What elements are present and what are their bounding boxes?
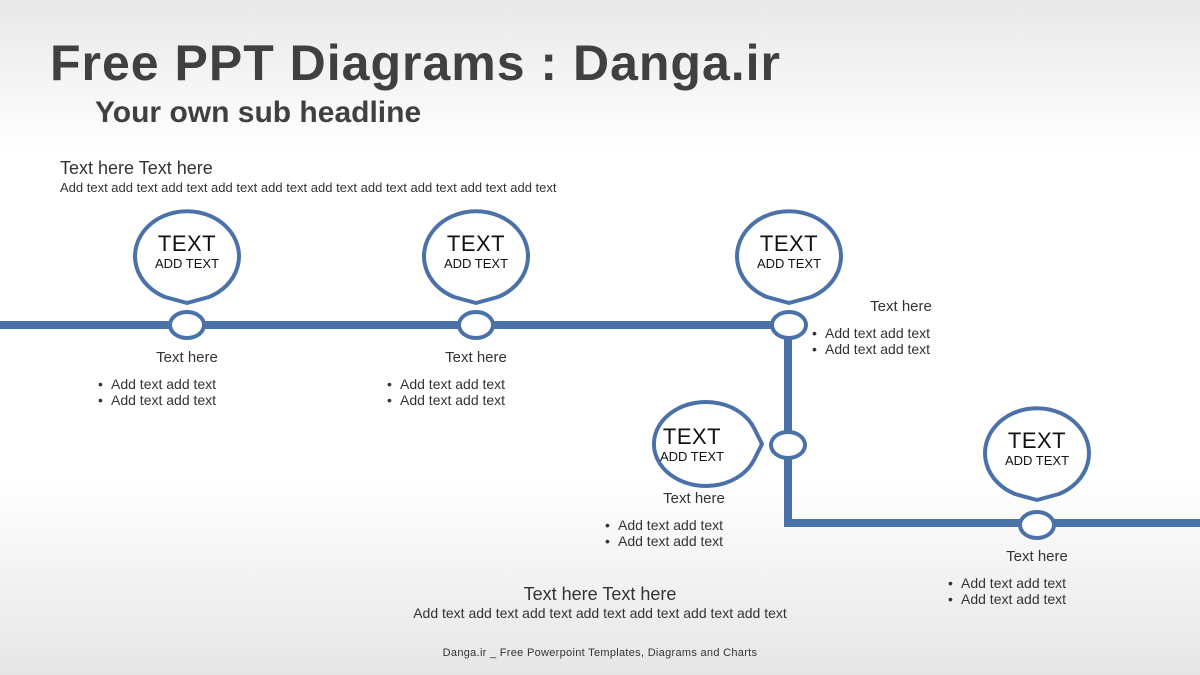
node-3-pin-title: TEXT [759, 231, 819, 256]
timeline-path [0, 321, 1200, 527]
node-3-bullet: Add text add text [812, 341, 991, 357]
node-1-pin-sub: ADD TEXT [154, 256, 220, 271]
node-5-bullet: Add text add text [948, 575, 1127, 591]
node-4-label: Text here [663, 490, 725, 507]
node-3-label: Text here [870, 298, 932, 315]
node-5-bullet: Add text add text [948, 591, 1127, 607]
node-3-pin-text: TEXT ADD TEXT [734, 231, 844, 272]
node-4-pin-title: TEXT [662, 424, 722, 449]
node-4-pin-sub: ADD TEXT [659, 449, 725, 464]
node-3-text-block: Text here Add text add text Add text add… [811, 298, 991, 357]
node-5-pin [983, 406, 1091, 502]
node-1-label: Text here [156, 349, 218, 366]
node-4-pin-text: TEXT ADD TEXT [637, 424, 747, 465]
node-2-marker [457, 310, 495, 340]
node-4-bullet: Add text add text [605, 533, 784, 549]
node-3-pin-sub: ADD TEXT [756, 256, 822, 271]
node-2-pin [422, 209, 530, 305]
intro-heading: Text here Text here [60, 158, 213, 178]
node-1-marker [168, 310, 206, 340]
node-4-pin [651, 400, 764, 488]
node-4-text-block: Text here Add text add text Add text add… [604, 490, 784, 549]
node-1-bullet: Add text add text [98, 392, 277, 408]
node-5-label: Text here [1006, 548, 1068, 565]
node-3-pin [735, 209, 843, 305]
node-2-label: Text here [445, 349, 507, 366]
node-2-pin-text: TEXT ADD TEXT [421, 231, 531, 272]
bottom-body: Add text add text add text add text add … [413, 605, 787, 621]
node-1-pin [133, 209, 241, 305]
node-5-pin-sub: ADD TEXT [1004, 453, 1070, 468]
node-2-pin-title: TEXT [446, 231, 506, 256]
node-5-marker [1018, 510, 1056, 540]
node-5-text-block: Text here Add text add text Add text add… [947, 548, 1127, 607]
node-3-bullet: Add text add text [812, 325, 991, 341]
node-4-marker [769, 430, 807, 460]
node-1-pin-text: TEXT ADD TEXT [132, 231, 242, 272]
node-2-pin-sub: ADD TEXT [443, 256, 509, 271]
node-5-pin-title: TEXT [1007, 428, 1067, 453]
node-3-marker [770, 310, 808, 340]
node-1-text-block: Text here Add text add text Add text add… [97, 349, 277, 408]
node-1-pin-title: TEXT [157, 231, 217, 256]
footer-credit: Danga.ir _ Free Powerpoint Templates, Di… [442, 647, 758, 659]
bottom-heading: Text here Text here [523, 584, 677, 604]
node-2-bullet: Add text add text [387, 376, 566, 392]
node-2-text-block: Text here Add text add text Add text add… [386, 349, 566, 408]
node-1-bullet: Add text add text [98, 376, 277, 392]
intro-body: Add text add text add text add text add … [60, 180, 557, 195]
node-4-bullet: Add text add text [605, 517, 784, 533]
node-5-pin-text: TEXT ADD TEXT [982, 428, 1092, 469]
node-2-bullet: Add text add text [387, 392, 566, 408]
page-title: Free PPT Diagrams : Danga.ir [50, 35, 782, 91]
page-subtitle: Your own sub headline [95, 96, 422, 129]
